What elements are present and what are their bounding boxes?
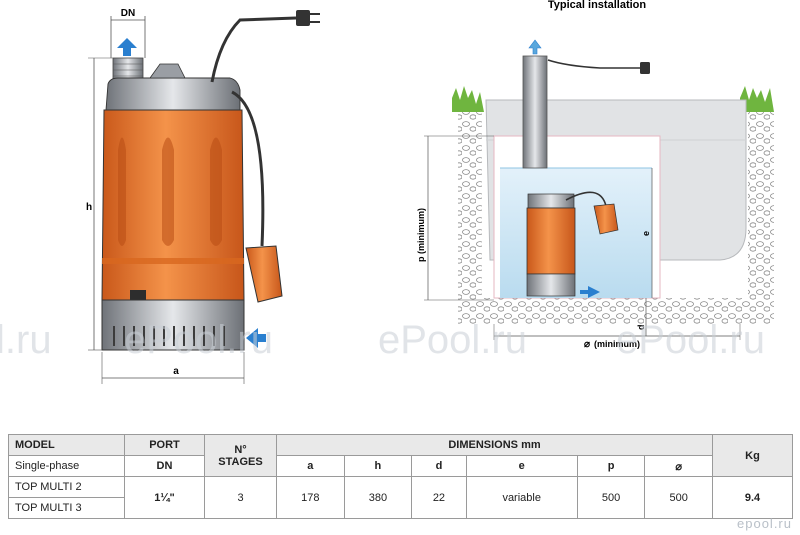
col-kg: Kg	[712, 434, 793, 477]
subheader-e: e	[465, 455, 578, 477]
model-name: TOP MULTI 3	[8, 497, 125, 519]
cell-port: 1¼"	[124, 476, 205, 519]
table-header-row: MODEL PORT N° STAGES DIMENSIONS mm Kg	[8, 434, 793, 477]
handle	[149, 63, 186, 79]
pump-head	[105, 77, 241, 111]
diameter-label: (minimum)	[594, 339, 640, 349]
switch-slot	[130, 290, 146, 300]
discharge-pipe	[522, 55, 548, 169]
brand-watermark: epool.ru	[737, 516, 792, 531]
subheader-phase: Single-phase	[8, 455, 125, 477]
col-dimensions: DIMENSIONS mm	[276, 434, 713, 456]
small-pump-body	[526, 207, 576, 275]
installation-drawing: Typical installation p (minimum)	[416, 0, 774, 350]
plug-icon	[296, 10, 310, 26]
subheader-d: d	[411, 455, 467, 477]
h-label: h	[86, 202, 92, 213]
dn-label: DN	[121, 8, 135, 19]
table-row: TOP MULTI 3	[8, 497, 793, 519]
discharge-arrow-icon	[528, 39, 542, 55]
small-float	[593, 203, 619, 235]
subheader-diameter: ⌀	[644, 455, 713, 477]
table-row: TOP MULTI 2 1¼" 3 178 380 22 variable 50…	[8, 476, 793, 519]
stone-wall-left	[458, 112, 482, 312]
stone-floor	[458, 298, 774, 324]
grass-right	[740, 86, 774, 112]
model-name: TOP MULTI 2	[8, 476, 125, 498]
col-stages: N° STAGES	[204, 434, 277, 477]
cell-d: 22	[411, 476, 467, 519]
e-label: e	[641, 231, 651, 236]
stone-wall-right	[748, 112, 774, 312]
subheader-p: p	[576, 455, 646, 477]
grass-left	[452, 86, 484, 112]
small-plug-icon	[640, 62, 650, 74]
cell-diameter: 500	[644, 476, 713, 519]
spec-table: MODEL PORT N° STAGES DIMENSIONS mm Kg Si…	[8, 434, 793, 519]
power-cable	[210, 16, 297, 83]
col-port: PORT	[124, 434, 205, 456]
cell-h: 380	[343, 476, 413, 519]
subheader-h: h	[343, 455, 413, 477]
float-cable	[231, 90, 265, 247]
table-subheader-row: Single-phase DN a h d e p ⌀	[8, 455, 793, 477]
p-label: p (minimum)	[416, 208, 426, 262]
cell-p: 500	[576, 476, 646, 519]
watermark: ePool.ru	[124, 318, 273, 362]
water	[500, 168, 652, 298]
cell-a: 178	[276, 476, 345, 519]
small-inlet-arrow-icon	[580, 286, 600, 298]
diameter-symbol-icon: ⌀	[584, 339, 590, 350]
small-pump-head	[527, 193, 575, 209]
float-switch	[245, 245, 283, 303]
watermark: l.ru	[0, 318, 52, 362]
inlet-arrow-icon	[246, 328, 266, 348]
small-pump-base	[526, 273, 576, 297]
cell-kg: 9.4	[712, 476, 793, 519]
pump-drawing: DN	[86, 8, 320, 384]
watermark: ePool.ru	[378, 318, 527, 362]
cell-e: variable	[465, 476, 578, 519]
cell-stages: 3	[204, 476, 277, 519]
installation-title: Typical installation	[548, 0, 646, 11]
d-label: d	[636, 325, 646, 331]
subheader-a: a	[276, 455, 345, 477]
subheader-dn: DN	[124, 455, 205, 477]
watermark: ePool.ru	[616, 318, 765, 362]
small-cable	[547, 59, 640, 69]
a-label: a	[173, 366, 179, 377]
outlet-arrow-icon	[117, 38, 137, 56]
col-model: MODEL	[8, 434, 125, 456]
